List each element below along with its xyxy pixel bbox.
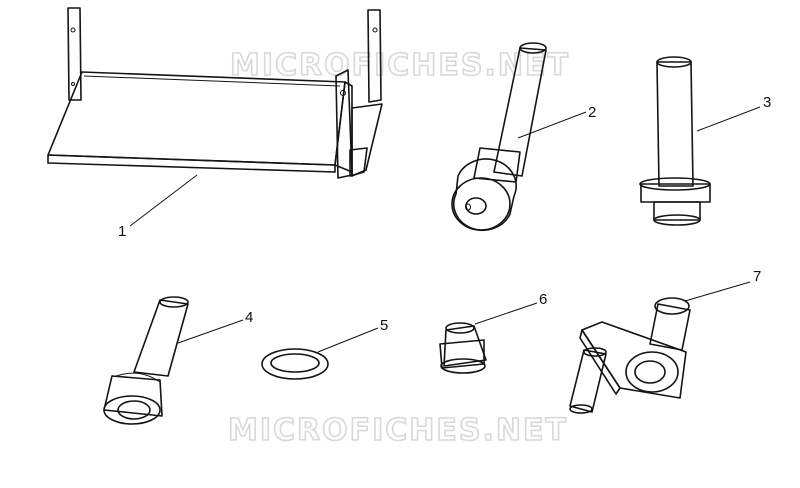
callout-3: 3	[763, 94, 771, 111]
part-3-collared-sleeve	[639, 56, 711, 226]
leader-lines	[129, 106, 761, 353]
leader-4	[177, 319, 244, 344]
watermark-bottom: MICROFICHES.NET	[228, 413, 568, 448]
callout-labels: 1 2 3 4 5 6 7	[118, 94, 771, 334]
part-5-washer	[261, 348, 329, 380]
part-7-mounting-bracket	[569, 297, 691, 414]
part-6-bushing	[439, 322, 487, 374]
part-2-flanged-pin	[451, 42, 547, 231]
callout-4: 4	[245, 309, 253, 326]
callout-6: 6	[539, 291, 547, 308]
callout-7: 7	[753, 268, 761, 285]
leader-6	[474, 302, 538, 325]
watermark-top: MICROFICHES.NET	[230, 48, 570, 83]
callout-1: 1	[118, 223, 126, 240]
leader-3	[696, 106, 761, 132]
leader-1	[129, 174, 198, 227]
callout-5: 5	[380, 317, 388, 334]
leader-2	[517, 111, 587, 139]
part-4-socket-pin	[103, 296, 189, 425]
part-1-tray-bracket	[47, 7, 383, 179]
leader-5	[317, 327, 379, 353]
leader-7	[684, 281, 751, 302]
callout-2: 2	[588, 104, 596, 121]
